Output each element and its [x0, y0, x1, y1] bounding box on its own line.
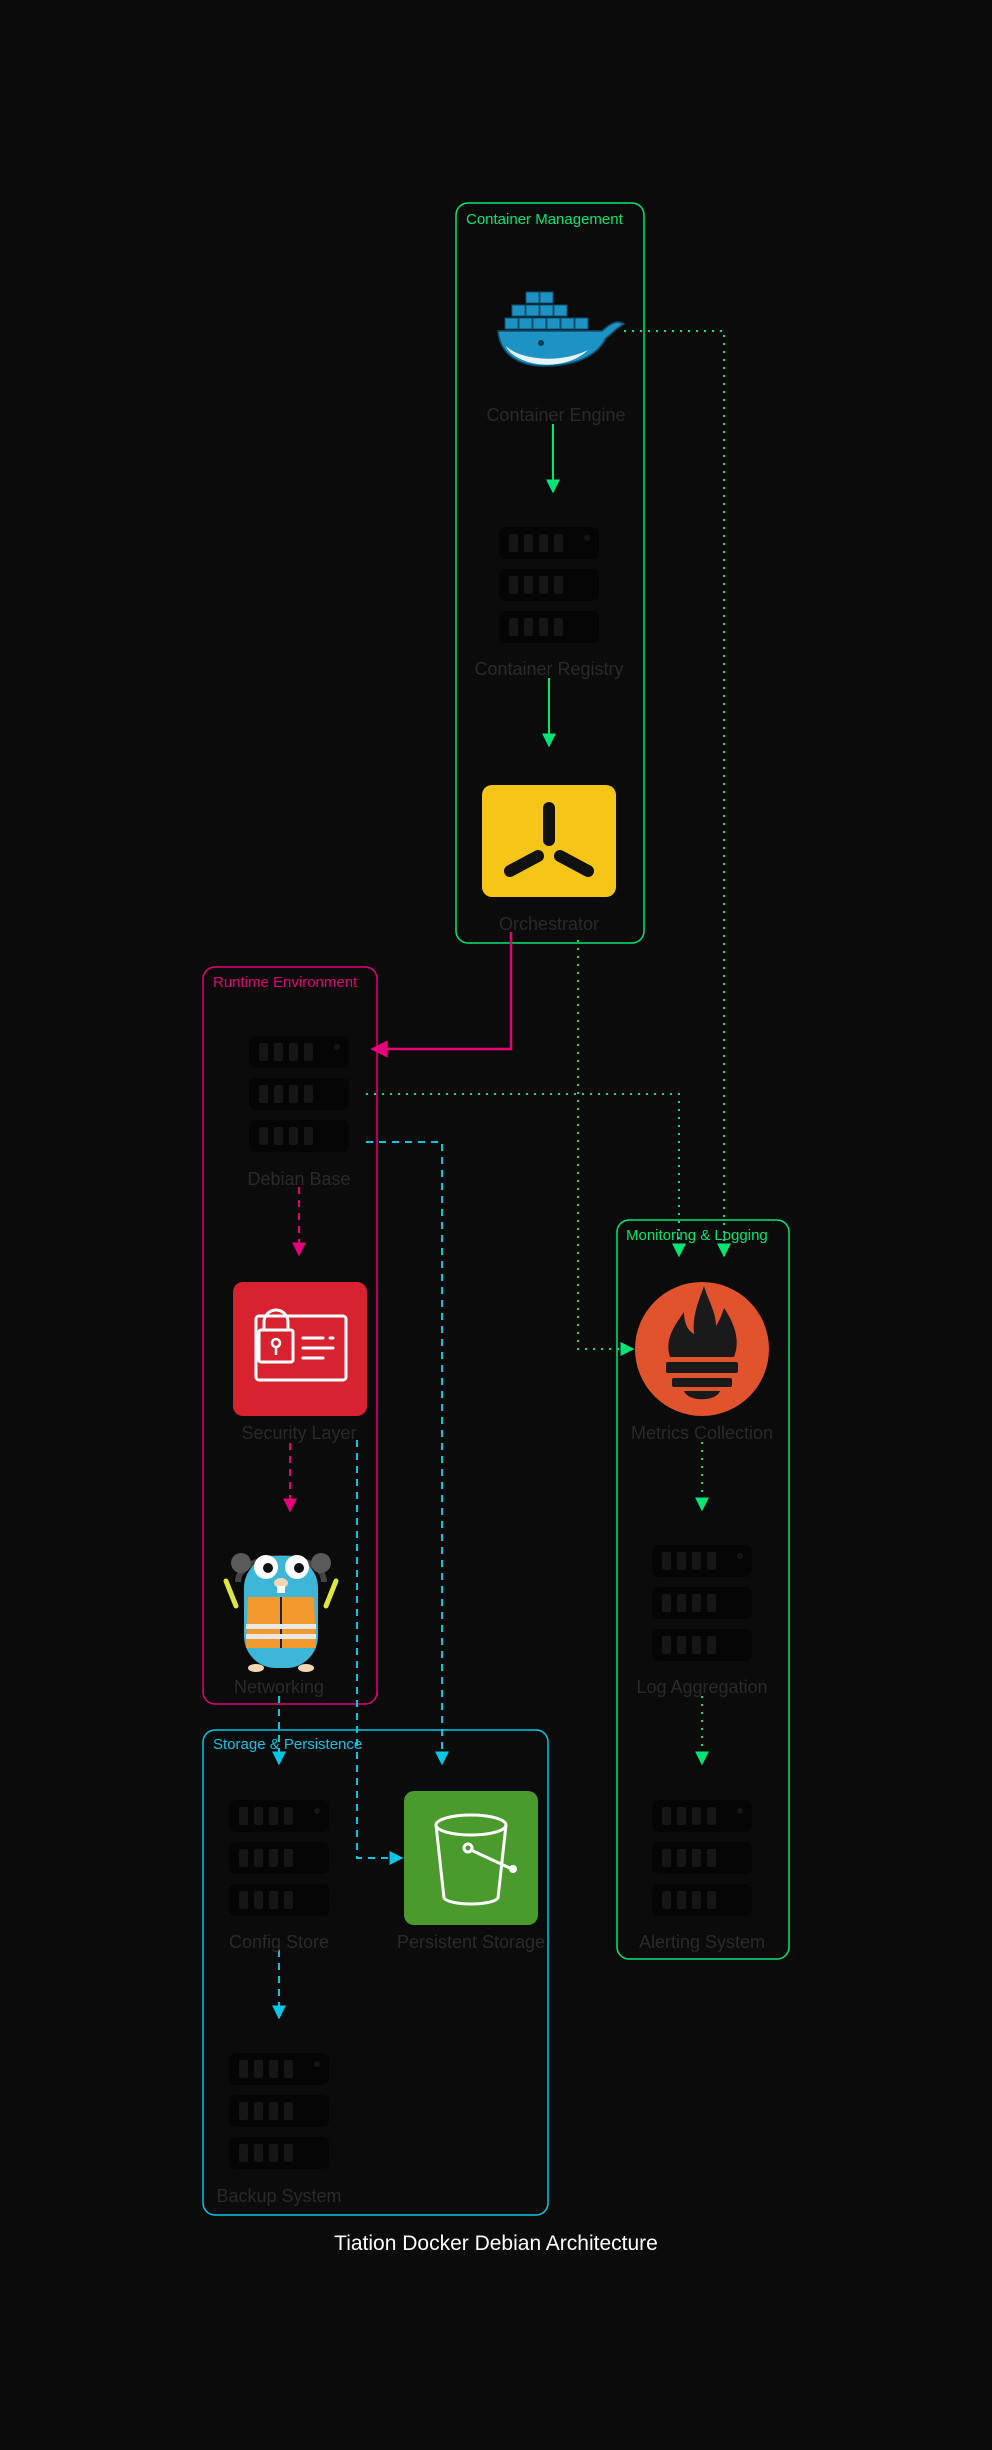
server-icon [652, 1545, 752, 1661]
node-label-networking: Networking [234, 1677, 324, 1697]
node-label-config-store: Config Store [229, 1932, 329, 1952]
node-label-security-layer: Security Layer [241, 1423, 356, 1443]
edge-security-to-storage [356, 1440, 404, 1865]
node-persistent-storage[interactable]: Persistent Storage [397, 1791, 545, 1952]
node-container-engine[interactable]: Container Engine [486, 291, 626, 425]
cluster-label-container-management: Container Management [466, 211, 624, 228]
cluster-label-runtime-environment: Runtime Environment [213, 974, 358, 991]
id-card-lock-icon [233, 1282, 367, 1416]
node-label-backup-system: Backup System [216, 2186, 341, 2206]
server-icon [229, 2053, 329, 2169]
server-icon [499, 527, 599, 643]
cluster-runtime-environment: Runtime Environment [202, 966, 378, 1705]
node-alerting-system[interactable]: Alerting System [639, 1800, 765, 1952]
node-label-log-aggregation: Log Aggregation [636, 1677, 767, 1697]
server-icon [652, 1800, 752, 1916]
node-label-debian-base: Debian Base [247, 1169, 350, 1189]
node-container-registry[interactable]: Container Registry [474, 527, 624, 679]
cluster-monitoring-logging: Monitoring & Logging [616, 1219, 790, 1960]
cluster-container-management: Container Management [455, 202, 645, 944]
server-icon [229, 1800, 329, 1916]
node-orchestrator[interactable]: Orchestrator [482, 785, 616, 934]
edge-orchestrator-to-debian [370, 932, 513, 1058]
bucket-icon [404, 1791, 538, 1925]
node-networking[interactable]: Networking [223, 1553, 339, 1697]
node-config-store[interactable]: Config Store [229, 1800, 329, 1952]
node-backup-system[interactable]: Backup System [216, 2053, 342, 2206]
cluster-label-monitoring-logging: Monitoring & Logging [626, 1227, 768, 1244]
node-label-container-engine: Container Engine [486, 405, 625, 425]
edges [272, 330, 731, 2020]
node-log-aggregation[interactable]: Log Aggregation [636, 1545, 768, 1697]
server-icon [249, 1036, 349, 1152]
diagram-title: Tiation Docker Debian Architecture [334, 2232, 658, 2255]
cluster-label-storage-persistence: Storage & Persistence [213, 1736, 362, 1753]
node-security-layer[interactable]: Security Layer [233, 1282, 367, 1443]
node-label-metrics-collection: Metrics Collection [631, 1423, 773, 1443]
node-metrics-collection[interactable]: Metrics Collection [631, 1282, 773, 1443]
node-label-persistent-storage: Persistent Storage [397, 1932, 545, 1952]
prometheus-flame-icon [635, 1282, 769, 1416]
edge-debian-to-metrics [366, 1093, 686, 1258]
node-label-orchestrator: Orchestrator [499, 914, 599, 934]
node-label-alerting-system: Alerting System [639, 1932, 765, 1952]
edge-engine-to-metrics [624, 330, 731, 1258]
edge-orchestrator-to-metrics [577, 940, 635, 1356]
gopher-icon [223, 1553, 339, 1672]
cluster-storage-persistence: Storage & Persistence [202, 1729, 549, 2216]
orchestrator-icon [482, 785, 616, 897]
node-label-container-registry: Container Registry [474, 659, 623, 679]
docker-whale-icon [497, 291, 626, 367]
node-debian-base[interactable]: Debian Base [247, 1036, 351, 1189]
